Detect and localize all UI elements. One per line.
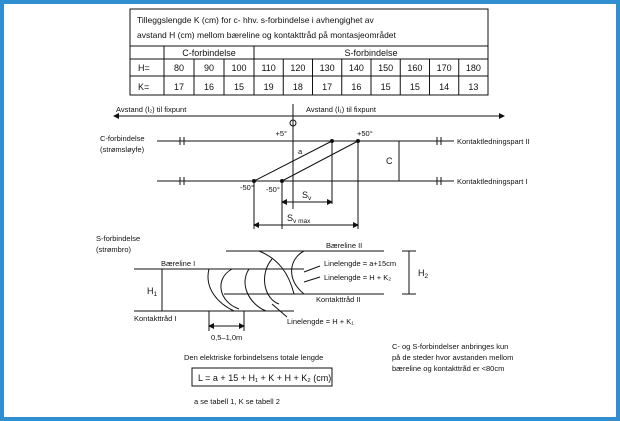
svmax-label: Sv max [287,213,311,225]
temp-plus50: +50° [357,129,373,138]
group-s-heading: S-forbindelse [344,48,397,58]
kontaktledning-part1: Kontaktledningspart I [457,177,527,186]
h-value-cell: 110 [261,63,275,73]
formula-box [191,367,333,387]
c-diagram-lines [113,104,505,229]
h2-label: H2 [418,268,429,280]
k-value-cell: 15 [381,82,391,92]
footnote: a se tabell 1, K se tabell 2 [194,397,280,406]
kontaktledning-part2: Kontaktledningspart II [457,137,530,146]
note-line3: bæreline og kontakttråd er <80cm [392,364,504,373]
temp-plus5: +5° [275,129,287,138]
k-value-cell: 13 [468,82,478,92]
span-label: 0,5–1,0m [211,333,242,342]
c-diagram-nodes [252,139,360,183]
bareline-1-label: Bæreline I [161,259,195,268]
group-c-heading: C-forbindelse [182,48,236,58]
insulator-ticks [179,137,442,185]
k-value-cell: 15 [234,82,244,92]
h-value-cell: 130 [320,63,335,73]
h-value-cell: 100 [231,63,246,73]
k-value-cell: 15 [410,82,420,92]
k-value-cell: 17 [322,82,332,92]
label-a: a [298,147,303,156]
total-length-title: Den elektriske forbindelsens totale leng… [184,353,323,362]
h-value-cell: 120 [290,63,305,73]
table-title-line2: avstand H (cm) mellom bæreline og kontak… [137,30,397,40]
table-title-line1: Tilleggslengde K (cm) for c- hhv. s-forb… [137,15,374,25]
h-value-row: 80 90 100 110 120 130 140 150 160 170 180 [174,63,481,73]
s-diagram-lines [134,250,416,331]
row-h-label: H= [138,63,150,73]
h-value-cell: 150 [378,63,393,73]
linelengde-3-label: Linelengde = H + K₁ [287,317,354,326]
k-value-cell: 18 [293,82,303,92]
label-c: C [386,156,393,166]
k-value-cell: 17 [174,82,184,92]
k-table [129,8,489,96]
k-value-cell: 19 [264,82,274,92]
h-value-cell: 140 [349,63,364,73]
avstand-left-label: Avstand (l₂) til fixpunt [116,105,187,114]
c-forbindelse-sub: (strømsløyfe) [100,145,145,154]
kontakttrad-1-label: Kontakttråd I [134,314,177,323]
h-value-cell: 90 [204,63,214,73]
k-value-cell: 16 [351,82,361,92]
h-value-cell: 160 [407,63,422,73]
k-value-cell: 16 [204,82,214,92]
bareline-2-label: Bæreline II [326,241,362,250]
sv-label: Sv [302,190,312,202]
h-value-cell: 180 [466,63,481,73]
row-k-label: K= [138,82,149,92]
linelengde-2-label: Linelengde = H + K₂ [324,273,391,282]
avstand-right-label: Avstand (l₁) til fixpunt [306,105,377,114]
kontakttrad-2-label: Kontakttråd II [316,295,361,304]
technical-drawing: Tilleggslengde K (cm) for c- hhv. s-forb… [96,8,530,406]
h-value-cell: 170 [437,63,452,73]
s-forbindelse-sub: (strømbro) [96,245,131,254]
temp-minus50-a: -50° [240,183,254,192]
k-value-row: 17 16 15 19 18 17 16 15 15 14 13 [174,82,478,92]
note-line2: på de steder hvor avstanden mellom [392,353,513,362]
k-value-cell: 14 [439,82,449,92]
linelengde-1-label: Linelengde = a+15cm [324,259,396,268]
s-forbindelse-label: S-forbindelse [96,234,140,243]
c-forbindelse-label: C-forbindelse [100,134,145,143]
formula-text: L = a + 15 + H₁ + K + H + K₂ (cm) [198,373,331,383]
note-line1: C- og S-forbindelser anbringes kun [392,342,508,351]
h-value-cell: 80 [174,63,184,73]
temp-minus50-b: -50° [266,185,280,194]
h1-label: H1 [147,286,158,298]
